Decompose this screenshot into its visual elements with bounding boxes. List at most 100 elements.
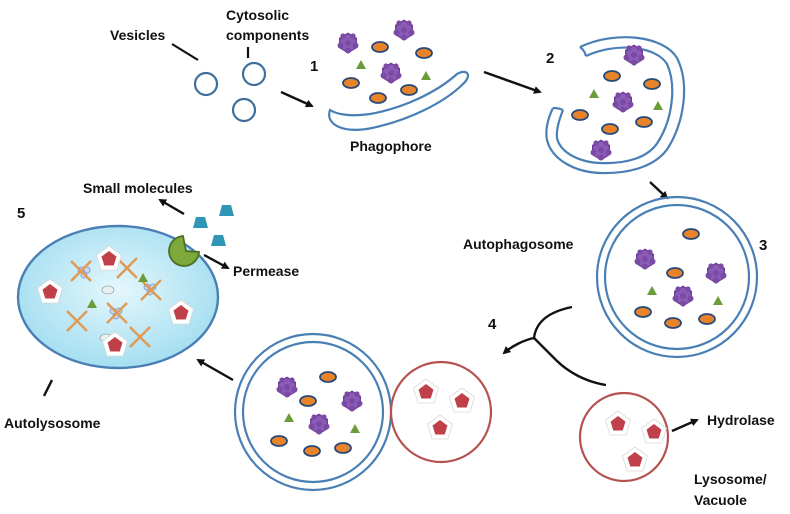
small-molecules-group: [193, 205, 234, 246]
permease-label: Permease: [233, 263, 299, 279]
protein-cluster-icon: [276, 376, 298, 398]
fused-autophagosome-outer: [233, 332, 393, 492]
step-1-number: 1: [310, 58, 318, 75]
small-particle-icon: [421, 71, 431, 80]
step-5-arrow: [196, 358, 234, 382]
organelle-icon: [634, 306, 652, 318]
protein-cluster-icon: [590, 139, 612, 161]
organelle-icon: [415, 47, 433, 59]
protein-cluster-icon: [341, 390, 363, 412]
small-molecule-icon: [211, 235, 226, 246]
hydrolase-icon: [641, 418, 667, 444]
protein-cluster-icon: [393, 19, 415, 41]
vesicle: [231, 97, 257, 123]
autophagosome-outer-membrane: [595, 195, 759, 359]
small-particle-icon: [589, 89, 599, 98]
step-2-arrow: [483, 70, 542, 94]
fusion-arrow: [502, 336, 535, 355]
small-molecules-label: Small molecules: [83, 180, 193, 196]
step-1-arrow: [280, 90, 314, 108]
protein-cluster-icon: [705, 262, 727, 284]
permease-arrow: [203, 253, 230, 270]
small-molecule-icon: [219, 205, 234, 216]
autolysosome-contents: [37, 245, 194, 357]
lysosome-hydrolases: [605, 410, 667, 472]
organelle-icon: [371, 41, 389, 53]
protein-cluster-icon: [634, 248, 656, 270]
protein-cluster-icon: [380, 62, 402, 84]
organelle-icon: [666, 267, 684, 279]
closing-membrane-outer: [545, 36, 686, 175]
fused-autophagosome-inner: [241, 340, 385, 484]
autophagosome-inner-membrane: [603, 203, 751, 351]
small-molecule-icon: [193, 217, 208, 228]
autophagosome-contents: [634, 228, 727, 329]
organelle-icon: [299, 395, 317, 407]
lysosome-label-line1: Lysosome/: [694, 471, 767, 487]
degraded-vesicle: [101, 285, 115, 295]
organelle-icon: [643, 78, 661, 90]
small-particle-icon: [653, 101, 663, 110]
membrane-tip: [552, 106, 564, 112]
hydrolase-icon: [605, 410, 631, 436]
fused-lysosome-membrane: [389, 360, 493, 464]
protein-cluster-icon: [308, 413, 330, 435]
small-particle-icon: [647, 286, 657, 295]
organelle-icon: [369, 92, 387, 104]
protein-cluster-icon: [672, 285, 694, 307]
step-5-number: 5: [17, 205, 25, 222]
organelle-icon: [303, 445, 321, 457]
step-4-number: 4: [488, 316, 497, 333]
vesicle: [241, 61, 267, 87]
hydrolase-arrow: [671, 418, 699, 433]
organelle-icon: [603, 70, 621, 82]
vesicle: [193, 71, 219, 97]
protein-cluster-icon: [612, 91, 634, 113]
lysosome-label-line2: Vacuole: [694, 492, 747, 508]
step2-contents: [571, 44, 663, 161]
protein-cluster-icon: [623, 44, 645, 66]
organelle-icon: [334, 442, 352, 454]
autolysosome-membrane: [16, 224, 220, 370]
organelle-icon: [571, 109, 589, 121]
organelle-icon: [682, 228, 700, 240]
organelle-icon: [270, 435, 288, 447]
step-3-arrow: [649, 181, 669, 200]
autophagosome-label: Autophagosome: [463, 236, 574, 252]
vesicles-label: Vesicles: [110, 27, 165, 43]
membrane-tip: [579, 46, 588, 57]
phagophore-membrane: [328, 70, 470, 131]
cytosolic-label-line1: Cytosolic: [226, 7, 289, 23]
fusion-intermediate: [233, 332, 493, 492]
fusion-line-from-autophagosome: [532, 305, 573, 339]
small-particle-icon: [713, 296, 723, 305]
permease-icon: [168, 235, 200, 267]
organelle-icon: [319, 371, 337, 383]
autolysosome-pointer-line: [42, 379, 54, 397]
organelle-icon: [342, 77, 360, 89]
autolysosome-label: Autolysosome: [4, 415, 101, 431]
organelle-icon: [698, 313, 716, 325]
hydrolase-label: Hydrolase: [707, 412, 775, 428]
phagophore-label: Phagophore: [350, 138, 432, 154]
organelle-icon: [635, 116, 653, 128]
hydrolase-icon: [622, 446, 648, 472]
cytosolic-label-line2: components: [226, 27, 309, 43]
small-molecules-arrow: [158, 198, 185, 216]
lysosome-membrane: [578, 391, 670, 483]
small-particle-icon: [284, 413, 294, 422]
phagophore-contents: [337, 19, 433, 104]
protein-cluster-icon: [337, 32, 359, 54]
fusion-line-from-lysosome: [533, 337, 607, 387]
step-3-number: 3: [759, 237, 767, 254]
vesicles-pointer-line: [171, 43, 199, 61]
organelle-icon: [601, 123, 619, 135]
organelle-icon: [664, 317, 682, 329]
small-particle-icon: [350, 424, 360, 433]
step-2-number: 2: [546, 50, 554, 67]
small-particle-icon: [356, 60, 366, 69]
closing-membrane-inner: [555, 46, 674, 165]
organelle-icon: [400, 84, 418, 96]
